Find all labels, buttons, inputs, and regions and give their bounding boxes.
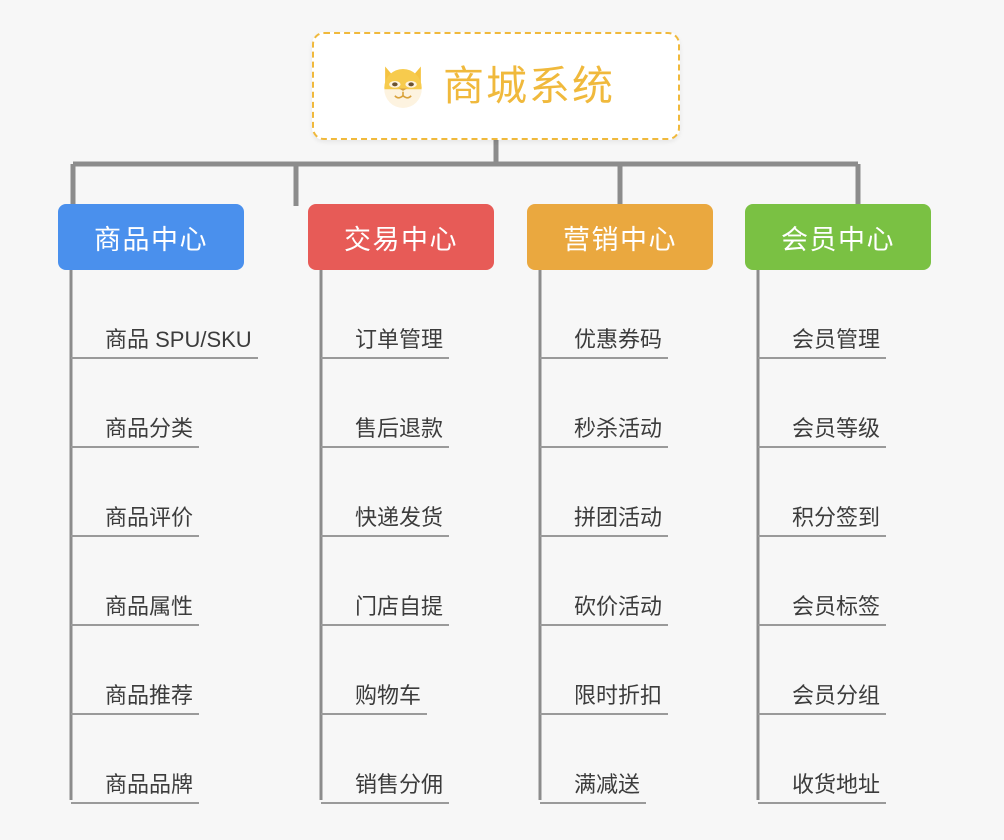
root-node[interactable]: 商城系统 [312,32,680,140]
leaf-item[interactable]: 会员管理 [758,270,887,359]
leaf-label: 会员分组 [792,682,881,708]
leaf-item[interactable]: 售后退款 [321,359,450,448]
leaf-underline: 商品推荐 [71,682,200,715]
leaf-underline: 商品评价 [71,504,200,537]
branch-column-2: 营销中心优惠券码秒杀活动拼团活动砍价活动限时折扣满减送 [527,204,713,804]
leaf-label: 商品品牌 [105,771,194,797]
leaf-underline: 优惠券码 [540,326,669,359]
leaf-item[interactable]: 商品推荐 [71,626,200,715]
leaf-label: 商品属性 [105,593,194,619]
leaf-label: 拼团活动 [574,504,663,530]
leaf-label: 砍价活动 [574,593,663,619]
leaf-label: 秒杀活动 [574,415,663,441]
leaf-item[interactable]: 优惠券码 [540,270,669,359]
leaf-label: 满减送 [574,771,641,797]
leaf-underline: 限时折扣 [540,682,669,715]
branch-header-0[interactable]: 商品中心 [58,204,244,270]
shiba-inu-dog-face-icon [384,66,422,108]
leaf-underline: 快递发货 [321,504,450,537]
leaf-item[interactable]: 砍价活动 [540,537,669,626]
leaf-item[interactable]: 会员标签 [758,537,887,626]
leaf-label: 销售分佣 [355,771,444,797]
leaf-item[interactable]: 购物车 [321,626,428,715]
branch-header-3[interactable]: 会员中心 [745,204,931,270]
leaf-item[interactable]: 商品评价 [71,448,200,537]
leaf-item[interactable]: 限时折扣 [540,626,669,715]
leaf-label: 积分签到 [792,504,881,530]
leaf-underline: 订单管理 [321,326,450,359]
branch-column-0: 商品中心商品 SPU/SKU 商品分类商品评价商品属性商品推荐商品品牌 [58,204,258,804]
leaf-label: 商品 SPU/SKU [105,326,252,352]
branch-column-1: 交易中心订单管理售后退款快递发货门店自提购物车销售分佣 [308,204,494,804]
leaf-label: 快递发货 [355,504,444,530]
leaf-label: 门店自提 [355,593,444,619]
leaf-underline: 商品属性 [71,593,200,626]
leaf-item[interactable]: 会员等级 [758,359,887,448]
branch-column-3: 会员中心会员管理会员等级积分签到会员标签会员分组收货地址 [745,204,931,804]
leaf-item[interactable]: 订单管理 [321,270,450,359]
leaf-label: 订单管理 [355,326,444,352]
leaf-underline: 积分签到 [758,504,887,537]
leaf-label: 商品评价 [105,504,194,530]
leaf-underline: 会员管理 [758,326,887,359]
leaf-label: 会员等级 [792,415,881,441]
leaf-label: 优惠券码 [574,326,663,352]
leaf-label: 限时折扣 [574,682,663,708]
leaf-item[interactable]: 收货地址 [758,715,887,804]
leaf-underline: 会员标签 [758,593,887,626]
leaf-item[interactable]: 秒杀活动 [540,359,669,448]
leaf-item[interactable]: 商品 SPU/SKU [71,270,258,359]
leaf-underline: 商品品牌 [71,771,200,804]
leaf-underline: 购物车 [321,682,428,715]
leaf-underline: 砍价活动 [540,593,669,626]
leaf-underline: 门店自提 [321,593,450,626]
leaf-underline: 秒杀活动 [540,415,669,448]
leaf-item[interactable]: 会员分组 [758,626,887,715]
leaf-item[interactable]: 拼团活动 [540,448,669,537]
leaf-item[interactable]: 商品属性 [71,537,200,626]
leaf-underline: 会员分组 [758,682,887,715]
leaf-underline: 满减送 [540,771,647,804]
leaf-label: 商品分类 [105,415,194,441]
leaf-underline: 商品分类 [71,415,200,448]
leaf-underline: 销售分佣 [321,771,450,804]
leaf-item[interactable]: 销售分佣 [321,715,450,804]
leaf-item[interactable]: 快递发货 [321,448,450,537]
leaf-underline: 拼团活动 [540,504,669,537]
branch-header-1[interactable]: 交易中心 [308,204,494,270]
branch-header-2[interactable]: 营销中心 [527,204,713,270]
leaf-underline: 收货地址 [758,771,887,804]
leaf-item[interactable]: 门店自提 [321,537,450,626]
leaf-underline: 商品 SPU/SKU [71,326,258,359]
leaf-item[interactable]: 积分签到 [758,448,887,537]
root-title: 商城系统 [443,62,615,109]
leaf-item[interactable]: 满减送 [540,715,647,804]
leaf-underline: 会员等级 [758,415,887,448]
leaf-label: 会员管理 [792,326,881,352]
leaf-label: 会员标签 [792,593,881,619]
leaf-underline: 售后退款 [321,415,450,448]
leaf-label: 收货地址 [792,771,881,797]
leaf-label: 购物车 [355,682,422,708]
leaf-label: 售后退款 [355,415,444,441]
leaf-label: 商品推荐 [105,682,194,708]
leaf-item[interactable]: 商品品牌 [71,715,200,804]
leaf-item[interactable]: 商品分类 [71,359,200,448]
